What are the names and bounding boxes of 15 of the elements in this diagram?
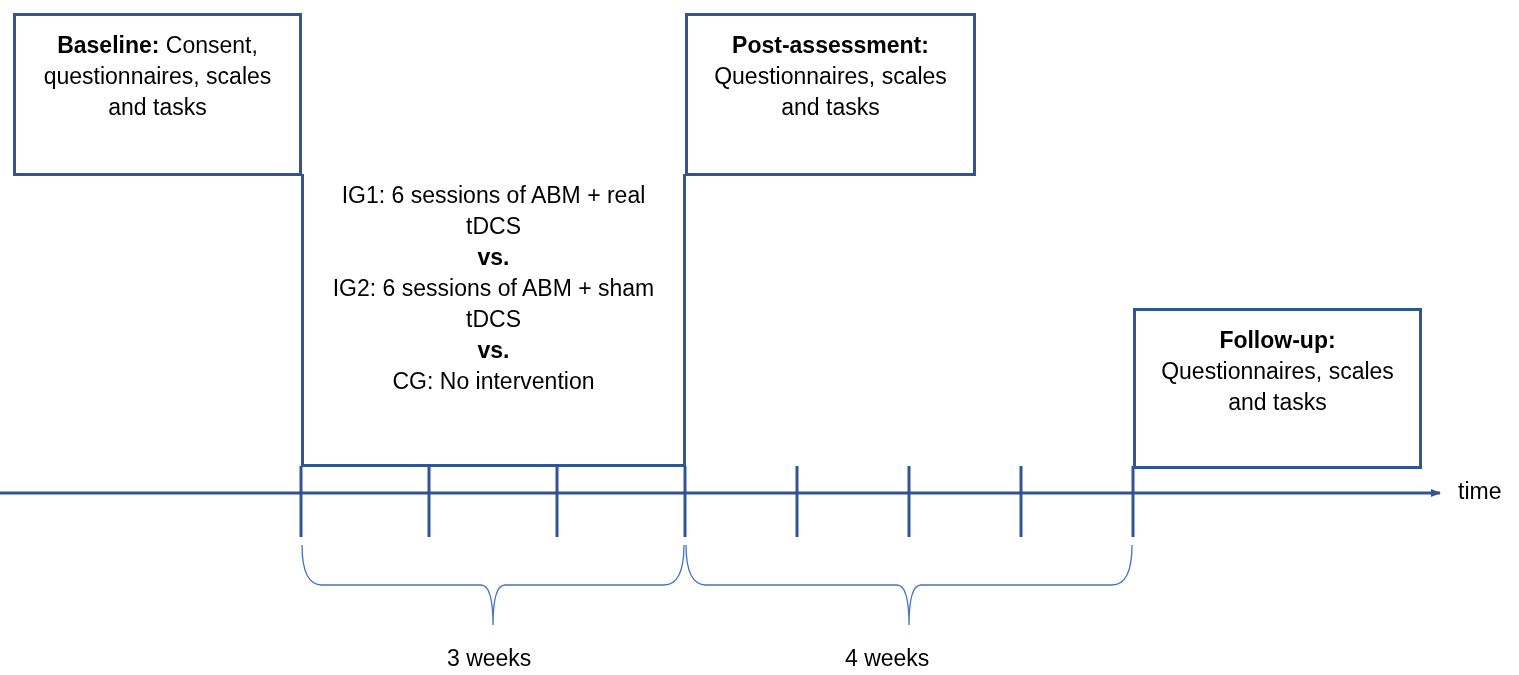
follow-up-box bbox=[1133, 308, 1422, 469]
heading-text: Post-assessment: bbox=[732, 31, 929, 60]
body-text: CG: No intervention bbox=[392, 367, 595, 396]
heading-text: Follow-up: bbox=[1219, 326, 1336, 355]
body-text: Baseline: Consent, questionnaires, scales and tasks bbox=[42, 31, 273, 122]
axis-label: time bbox=[1458, 478, 1502, 505]
duration-label: 4 weeks bbox=[845, 645, 930, 672]
body-text: Questionnaires, scales and tasks bbox=[1160, 357, 1395, 417]
baseline-box bbox=[13, 13, 302, 176]
heading-text: vs. bbox=[477, 243, 510, 272]
duration-label: 3 weeks bbox=[447, 645, 532, 672]
heading-text: vs. bbox=[477, 336, 510, 365]
post-assessment-box bbox=[685, 13, 976, 176]
intervention-box bbox=[301, 174, 686, 467]
body-text: Questionnaires, scales and tasks bbox=[713, 62, 948, 122]
